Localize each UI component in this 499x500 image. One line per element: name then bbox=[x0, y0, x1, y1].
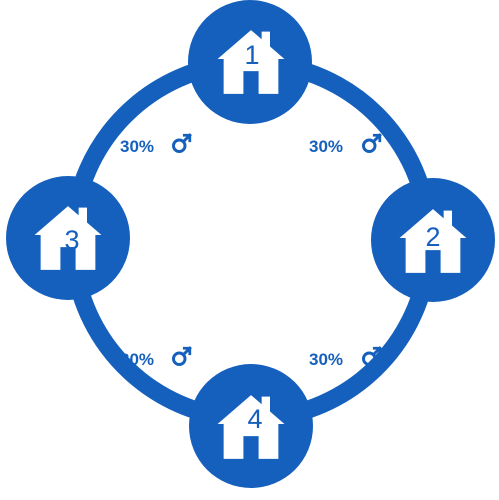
node-2-number: 2 bbox=[425, 222, 440, 252]
node-4: 4 bbox=[189, 364, 313, 488]
link-percent: 30% bbox=[309, 137, 343, 156]
male-symbol-icon bbox=[172, 345, 193, 366]
male-symbol-icon bbox=[362, 132, 383, 153]
node-3-number: 3 bbox=[64, 225, 79, 255]
link-label-top-left: 30% bbox=[120, 132, 193, 156]
node-1: 1 bbox=[188, 0, 312, 124]
node-2: 2 bbox=[371, 178, 495, 302]
link-percent: 30% bbox=[309, 350, 343, 369]
male-symbol-icon bbox=[172, 132, 193, 153]
node-4-number: 4 bbox=[247, 404, 262, 434]
link-label-bottom-right: 30% bbox=[309, 345, 383, 369]
link-label-top-right: 30% bbox=[309, 132, 383, 156]
link-percent: 30% bbox=[120, 350, 154, 369]
node-1-number: 1 bbox=[244, 40, 259, 70]
link-label-bottom-left: 30% bbox=[120, 345, 193, 369]
node-3: 3 bbox=[6, 176, 130, 300]
link-percent: 30% bbox=[120, 137, 154, 156]
